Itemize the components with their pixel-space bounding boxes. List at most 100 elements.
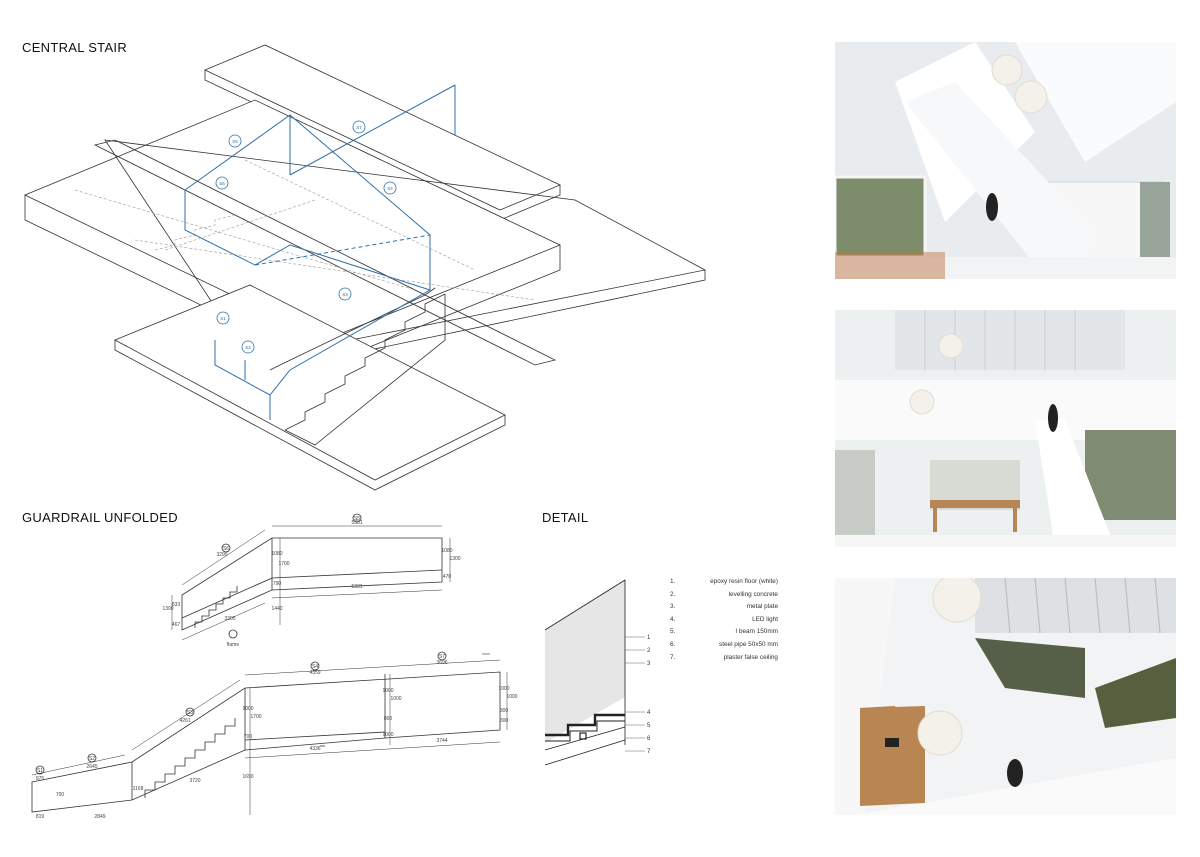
guardrail-top-marker-label-s6: S6 bbox=[223, 546, 229, 552]
guardrail-bottom-marker-s4 bbox=[310, 661, 320, 671]
guardrail-bottom-dim-19: 1000 bbox=[382, 732, 393, 738]
guardrail-bottom-dim-5: 3720 bbox=[189, 778, 200, 784]
guardrail-top-dim-7: 1080 bbox=[271, 551, 282, 557]
guardrail-bottom-dim-17: 1000 bbox=[390, 696, 401, 702]
detail-section-drawing: 1 2 3 4 5 6 7 bbox=[544, 579, 651, 766]
guardrail-top-dim-2: 5331 bbox=[351, 584, 362, 590]
guardrail-top-marker-bottom bbox=[228, 629, 238, 639]
guardrail-top-marker-s5 bbox=[352, 513, 362, 523]
legend-text: LED light bbox=[752, 615, 778, 623]
guardrail-bottom-dim-2: 4261 bbox=[179, 718, 190, 724]
guardrail-bottom-marker-label-s2: S2 bbox=[89, 756, 95, 762]
axo-marker-s1 bbox=[216, 311, 230, 325]
legend-text: metal plate bbox=[746, 603, 778, 611]
guardrail-bottom-dim-21: 1000 bbox=[506, 694, 517, 700]
legend-num: 6. bbox=[670, 640, 676, 648]
axo-marker-s5 bbox=[228, 134, 242, 148]
guardrail-top-dim-11: 1080 bbox=[441, 548, 452, 554]
guardrail-bottom-dim-1: 3696 bbox=[436, 660, 447, 666]
guardrail-top-dim-3: 3305 bbox=[224, 616, 235, 622]
guardrail-bottom-dim-3: 2645 bbox=[86, 764, 97, 770]
interior-stair-photo-3 bbox=[835, 578, 1176, 815]
axo-label-s1: S1 bbox=[220, 316, 226, 321]
central-stair-axonometric: S1 S2 S3 S4 S5 S6 S7 bbox=[24, 44, 707, 491]
guardrail-bottom-dim-10: 700 bbox=[56, 792, 65, 798]
guardrail-top-drawing: 5331 3295 5331 3305 1300 833 467 1080 17… bbox=[162, 513, 461, 648]
axo-marker-s4 bbox=[383, 181, 397, 195]
guardrail-bottom-dim-11: 1168 bbox=[133, 786, 144, 792]
guardrail-unfolded-heading: GUARDRAIL UNFOLDED bbox=[22, 510, 178, 525]
guardrail-bottom-dim-16: 1000 bbox=[382, 688, 393, 694]
legend-text: I beam 150mm bbox=[735, 628, 778, 636]
axo-label-s7: S7 bbox=[356, 125, 362, 130]
legend-num: 1. bbox=[670, 578, 676, 585]
legend-item: 3. metal plate bbox=[668, 603, 778, 616]
legend-item: 1. epoxy resin floor (white) bbox=[668, 578, 778, 591]
detail-callout-2: 2 bbox=[647, 648, 651, 654]
axo-label-s2: S2 bbox=[245, 345, 251, 350]
guardrail-bottom-dim-6: 4336 bbox=[309, 746, 320, 752]
detail-callout-6: 6 bbox=[647, 736, 651, 742]
legend-num: 2. bbox=[670, 590, 676, 598]
guardrail-top-dim-8: 1700 bbox=[278, 561, 289, 567]
guardrail-top-dim-6: 467 bbox=[172, 622, 181, 628]
legend-num: 3. bbox=[670, 603, 676, 611]
legend-text: steel pipe 50x50 mm bbox=[719, 640, 778, 648]
guardrail-bottom-marker-label-s1: S1 bbox=[37, 768, 43, 774]
guardrail-top-marker-s6 bbox=[221, 543, 231, 553]
detail-callout-7: 7 bbox=[647, 749, 651, 755]
legend-text: levelling concrete bbox=[728, 590, 778, 598]
guardrail-bottom-dim-7: 3744 bbox=[436, 738, 447, 744]
guardrail-bottom-dim-13: 1700 bbox=[250, 714, 261, 720]
detail-callout-4: 4 bbox=[647, 710, 651, 716]
interior-stair-photo-2 bbox=[835, 310, 1176, 547]
guardrail-bottom-marker-label-s4: S4 bbox=[312, 664, 318, 670]
guardrail-bottom-drawing: S1 S2 S3 S4 S7 4359 3696 4261 2645 975 3… bbox=[31, 651, 518, 820]
guardrail-bottom-dim-14: 700 bbox=[244, 734, 253, 740]
legend-item: 5. I beam 150mm bbox=[668, 628, 778, 641]
axo-marker-s6 bbox=[215, 176, 229, 190]
axo-marker-s3 bbox=[338, 287, 352, 301]
guardrail-bottom-dim-15: 1690 bbox=[242, 774, 253, 780]
guardrail-bottom-dim-8: 819 bbox=[36, 814, 45, 820]
guardrail-bottom-dim-18: 800 bbox=[384, 716, 393, 722]
guardrail-top-dim-12: 1300 bbox=[449, 556, 460, 562]
legend-text: plaster false ceiling bbox=[723, 653, 778, 661]
detail-callout-1: 1 bbox=[647, 635, 651, 641]
guardrail-bottom-marker-label-s7: S7 bbox=[439, 654, 445, 660]
legend-text: epoxy resin floor (white) bbox=[710, 578, 778, 585]
detail-legend: 1. epoxy resin floor (white) 2. levelling … bbox=[668, 578, 778, 666]
detail-callout-5: 5 bbox=[647, 723, 651, 729]
guardrail-bottom-marker-s1 bbox=[35, 765, 45, 775]
guardrail-bottom-marker-label-s3: S3 bbox=[187, 710, 193, 716]
interior-stair-photo-1 bbox=[835, 42, 1176, 279]
guardrail-top-dim-10: 1440 bbox=[271, 606, 282, 612]
legend-num: 4. bbox=[670, 615, 676, 623]
axo-marker-s7 bbox=[352, 120, 366, 134]
guardrail-bottom-marker-s7 bbox=[437, 651, 447, 661]
guardrail-top-dim-5: 833 bbox=[172, 602, 181, 608]
guardrail-bottom-marker-s3 bbox=[185, 707, 195, 717]
axo-marker-s2 bbox=[241, 340, 255, 354]
guardrail-top-dim-4: 1300 bbox=[162, 606, 173, 612]
guardrail-top-marker-label-s5: S5 bbox=[354, 516, 360, 522]
guardrail-top-dim-0: 5331 bbox=[351, 520, 362, 526]
axo-label-s6: S6 bbox=[219, 181, 225, 186]
guardrail-bottom-dim-23: 300 bbox=[500, 718, 509, 724]
legend-item: 4. LED light bbox=[668, 616, 778, 629]
guardrail-top-dim-9: 790 bbox=[273, 581, 282, 587]
axo-markers bbox=[215, 120, 397, 354]
detail-callout-3: 3 bbox=[647, 661, 651, 667]
axo-label-s5: S5 bbox=[232, 139, 238, 144]
guardrail-bottom-dim-12: 1000 bbox=[242, 706, 253, 712]
legend-num: 7. bbox=[670, 653, 676, 661]
legend-item: 7. plaster false ceiling bbox=[668, 654, 778, 667]
guardrail-bottom-dim-20: 1000 bbox=[498, 686, 509, 692]
legend-num: 5. bbox=[670, 628, 676, 636]
guardrail-bottom-dim-9: 2849 bbox=[94, 814, 105, 820]
detail-heading: DETAIL bbox=[542, 510, 589, 525]
guardrail-top-note: flame bbox=[227, 642, 239, 648]
central-stair-heading: CENTRAL STAIR bbox=[22, 40, 128, 55]
guardrail-top-dim-13: 470 bbox=[443, 574, 452, 580]
guardrail-top-dim-1: 3295 bbox=[216, 552, 227, 558]
